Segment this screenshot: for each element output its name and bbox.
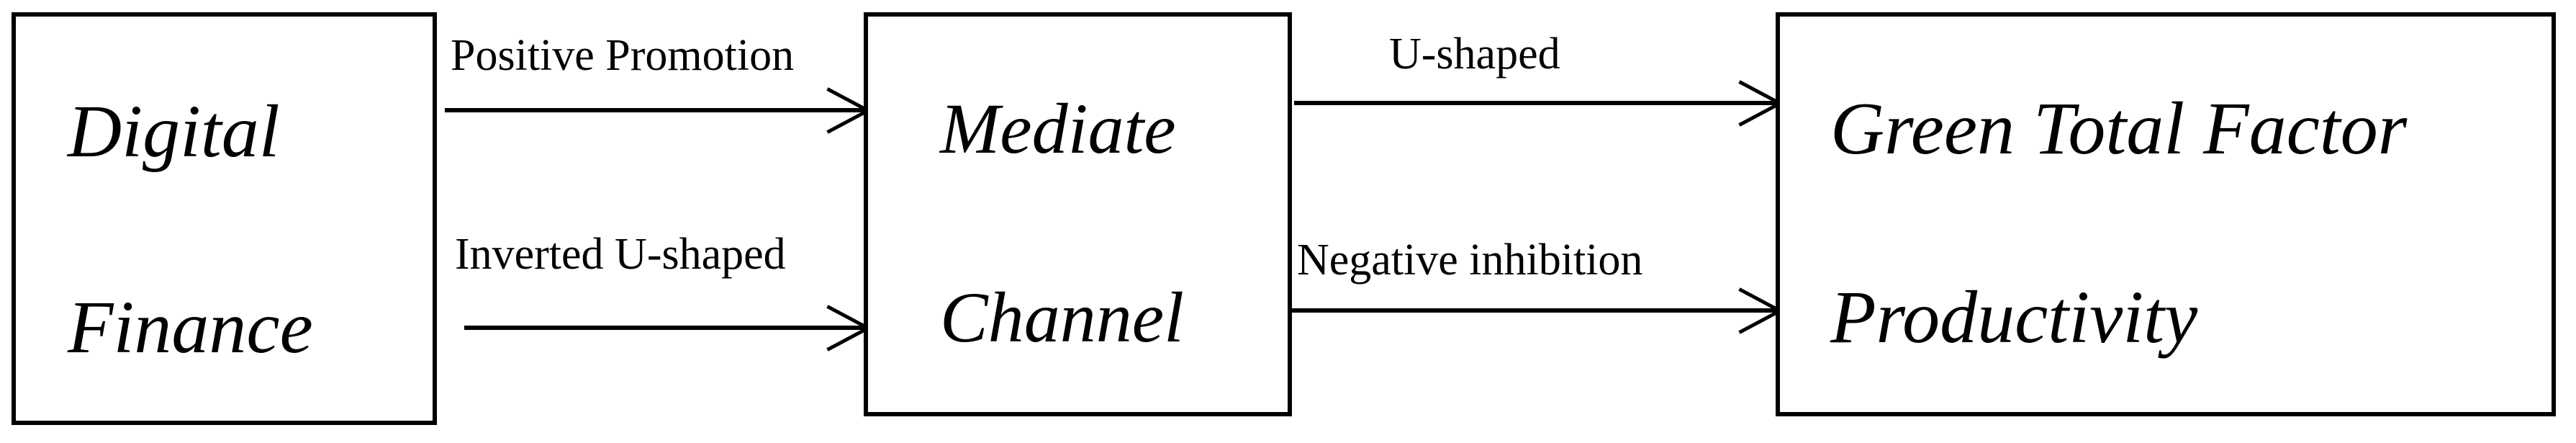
node-label-mediate-channel-line-1: Mediate (940, 89, 1176, 169)
arrow-shaft-u-shaped (1294, 101, 1776, 105)
node-box-digital-finance: Digital Finance (12, 12, 437, 425)
node-box-mediate-channel: Mediate Channel (864, 12, 1292, 416)
edge-label-negative-inhibition: Negative inhibition (1297, 236, 1643, 285)
edge-arrow-u-shaped (1294, 78, 1776, 128)
arrow-shaft-negative-inhibition (1292, 308, 1776, 313)
node-label-digital-finance-line-2: Finance (68, 286, 313, 369)
edge-label-positive-promotion: Positive Promotion (451, 31, 795, 80)
arrow-head-icon-negative-inhibition (1738, 285, 1776, 336)
node-label-mediate-channel-line-2: Channel (940, 277, 1184, 357)
node-label-green-total-factor-productivity-line-1: Green Total Factor (1830, 87, 2408, 170)
edge-label-inverted-u-shaped: Inverted U-shaped (455, 230, 786, 279)
edge-arrow-negative-inhibition (1292, 285, 1776, 336)
edge-label-u-shaped: U-shaped (1389, 30, 1560, 79)
edge-arrow-positive-promotion (445, 85, 864, 135)
edge-arrow-inverted-u-shaped (464, 303, 864, 353)
node-box-green-total-factor-productivity: Green Total Factor Productivity (1776, 12, 2556, 416)
node-label-green-total-factor-productivity-line-2: Productivity (1830, 276, 2198, 359)
node-label-digital-finance-line-1: Digital (68, 90, 280, 173)
arrow-shaft-positive-promotion (445, 108, 864, 112)
arrow-head-icon-inverted-u-shaped (826, 303, 864, 353)
arrow-shaft-inverted-u-shaped (464, 326, 864, 330)
arrow-head-icon-u-shaped (1738, 78, 1776, 128)
arrow-head-icon-positive-promotion (826, 85, 864, 135)
